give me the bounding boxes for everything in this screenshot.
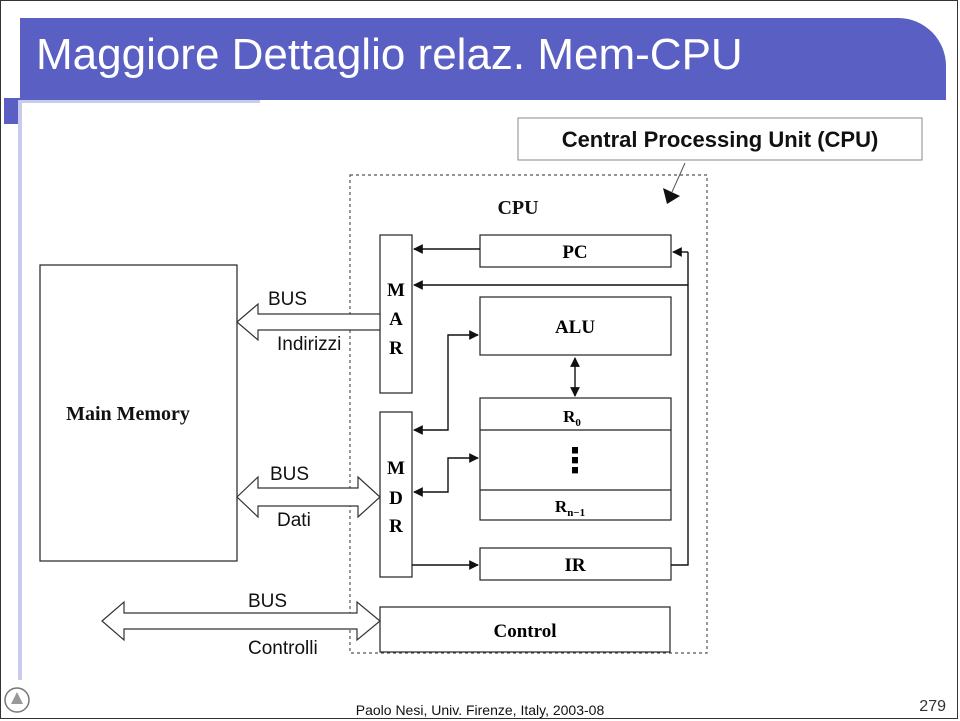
control-label: Control [494,621,557,642]
register-r0-label: R0 [563,407,581,429]
alu-mdr-link [413,330,479,435]
register-file-box [479,397,672,521]
control-bus-arrow [101,600,381,642]
cpu-callout-label: Central Processing Unit (CPU) [562,127,879,152]
cpu-boundary [349,174,708,654]
accent-square [4,98,20,124]
slide-title: Maggiore Dettaglio relaz. Mem-CPU [36,30,743,79]
alu-box [479,296,672,356]
address-bus-label-bottom: Indirizzi [277,334,341,355]
title-bar [20,18,946,100]
slide-footer: Paolo Nesi, Univ. Firenze, Italy, 2003-0… [355,702,605,718]
university-seal-icon [4,687,30,713]
register-ellipsis: ⋮ [558,441,592,481]
mar-letter-r: R [389,338,403,359]
mdr-letter-m: M [387,458,405,479]
pc-label: PC [562,242,587,263]
mar-letter-m: M [387,280,405,301]
control-bus-label-top: BUS [248,591,287,612]
mdr-box [379,411,413,578]
data-bus-arrow [236,475,381,519]
page-number: 279 [919,698,946,715]
control-bus-label-bottom: Controlli [248,638,318,659]
registers-mdr-link [413,453,479,497]
mar-letter-a: A [389,309,403,330]
alu-label: ALU [555,317,595,338]
accent-horizontal-line [20,100,260,103]
mar-box [379,234,413,394]
ir-label: IR [564,555,585,576]
main-memory-box [39,264,238,562]
main-memory-label: Main Memory [66,403,190,425]
cpu-label: CPU [497,197,538,219]
mdr-letter-d: D [389,488,403,509]
control-box [379,606,671,653]
cpu-callout-arrowhead [663,188,680,204]
accent-vertical-line [18,100,22,680]
cpu-callout-pointer [671,162,686,193]
mdr-letter-r: R [389,516,403,537]
data-bus-label-bottom: Dati [277,510,311,531]
register-rn1-label: Rn−1 [555,497,585,519]
cpu-callout-box [517,117,923,161]
ir-box [479,547,672,581]
pc-box [479,234,672,268]
address-bus-label-top: BUS [268,289,307,310]
data-bus-label-top: BUS [270,464,309,485]
address-bus-arrow [236,302,381,342]
ir-feedback-line [413,280,689,566]
